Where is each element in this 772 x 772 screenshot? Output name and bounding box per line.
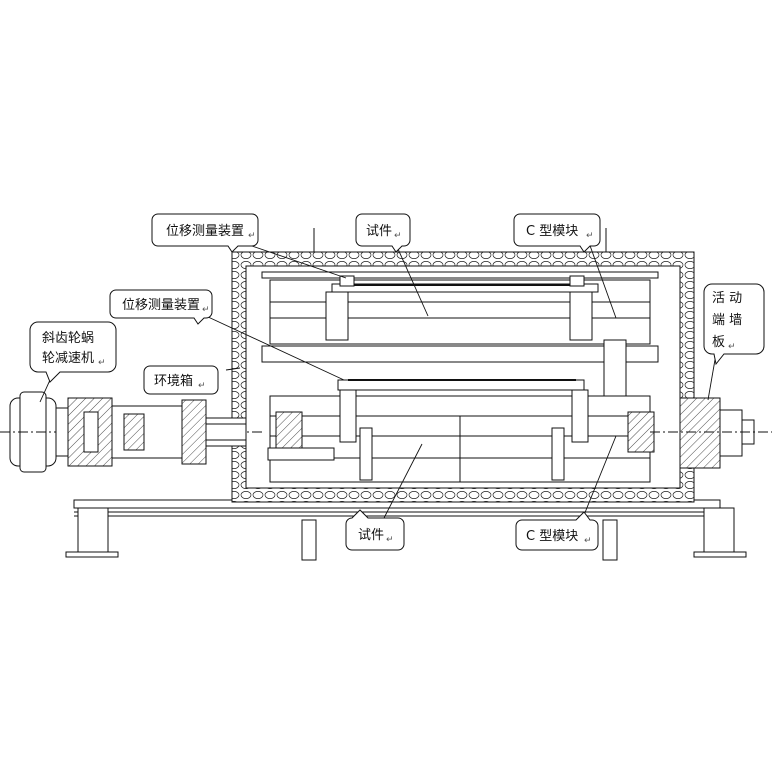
callout-label-line2: 端 墙 xyxy=(712,313,742,328)
callout-env-box: 环境箱 ↵ xyxy=(143,365,219,395)
callout-label-line1: 活 动 xyxy=(712,291,742,306)
callout-displacement-top: 位移测量装置 ↵ xyxy=(151,213,259,253)
callout-label: 环境箱 xyxy=(154,373,193,389)
return-mark: ↵ xyxy=(728,342,736,352)
callout-end-wall: 活 动 端 墙 板 ↵ xyxy=(703,283,765,366)
base-frame xyxy=(65,499,747,561)
callout-label: 试件 xyxy=(358,528,384,543)
callout-reducer: 斜齿轮蜗 轮减速机 ↵ xyxy=(29,321,117,383)
leader-lines xyxy=(39,239,717,521)
callout-label: C 型模块 xyxy=(526,529,578,544)
callout-label: 位移测量装置 xyxy=(166,224,244,239)
callout-label: 试件 xyxy=(366,224,392,239)
return-mark: ↵ xyxy=(386,535,394,545)
callout-label: C 型模块 xyxy=(526,224,578,239)
callout-label-line1: 斜齿轮蜗 xyxy=(42,330,94,346)
callout-specimen-bottom: 试件 ↵ xyxy=(345,509,405,551)
callout-label-line2: 轮减速机 xyxy=(42,351,94,366)
drive-train xyxy=(0,391,772,473)
lower-assembly xyxy=(267,379,655,483)
callout-label-line3: 板 xyxy=(712,335,725,350)
callout-c-module-top: C 型模块 ↵ xyxy=(513,213,601,253)
callout-specimen-top: 试件 ↵ xyxy=(355,213,411,253)
upper-assembly xyxy=(261,271,659,401)
return-mark: ↵ xyxy=(98,358,106,368)
return-mark: ↵ xyxy=(586,231,594,241)
return-mark: ↵ xyxy=(394,231,402,241)
callout-c-module-bottom: C 型模块 ↵ xyxy=(515,511,599,551)
return-mark: ↵ xyxy=(198,381,206,391)
return-mark: ↵ xyxy=(202,305,210,315)
callout-displacement-mid: 位移测量装置 ↵ xyxy=(109,289,213,325)
return-mark: ↵ xyxy=(584,536,592,546)
callout-label: 位移测量装置 xyxy=(122,298,200,313)
return-mark: ↵ xyxy=(248,231,256,241)
